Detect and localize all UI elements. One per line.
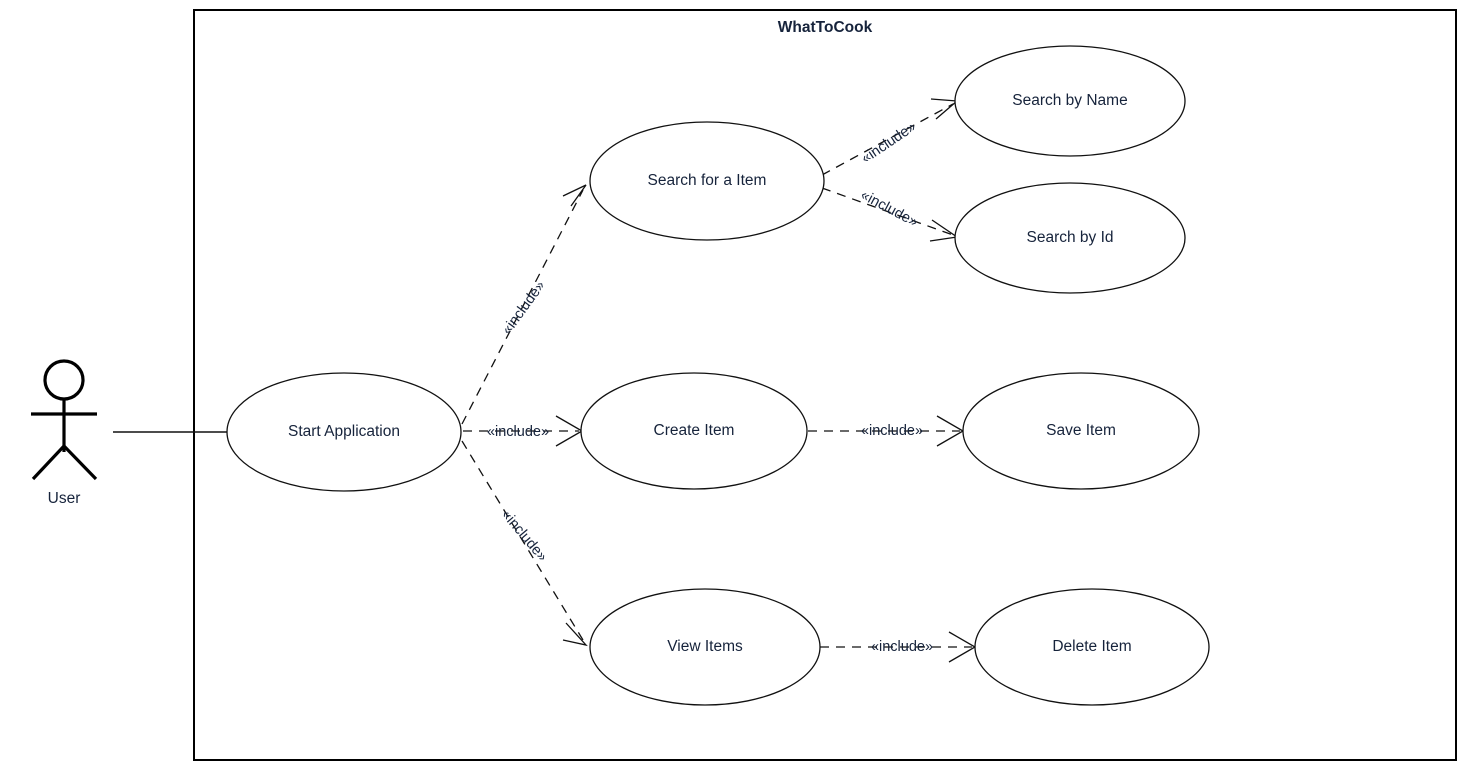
stereotype-label-start-to-search: «include»: [499, 278, 548, 338]
use-case-delete-item[interactable]: Delete Item: [974, 588, 1210, 706]
use-case-ellipse: [226, 372, 462, 492]
use-case-ellipse: [589, 121, 825, 241]
use-case-label: Search for a Item: [648, 172, 767, 189]
use-case-label: View Items: [667, 638, 743, 655]
stereotype-label-start-to-view: «include»: [498, 507, 550, 565]
use-case-ellipse: [580, 372, 808, 490]
include-start-to-search[interactable]: [461, 184, 587, 425]
use-case-label: Search by Id: [1026, 229, 1113, 246]
actor-right-leg-line: [62, 444, 98, 481]
use-case-create-item[interactable]: Create Item: [580, 372, 808, 490]
use-case-label: Start Application: [288, 423, 400, 440]
use-case-label: Search by Name: [1012, 92, 1127, 109]
actor-head-icon: [43, 359, 85, 401]
use-case-view-items[interactable]: View Items: [589, 588, 821, 706]
use-case-search-by-name[interactable]: Search by Name: [954, 45, 1186, 157]
use-case-start-application[interactable]: Start Application: [226, 372, 462, 492]
use-case-ellipse: [954, 182, 1186, 294]
use-case-search-by-id[interactable]: Search by Id: [954, 182, 1186, 294]
use-case-label: Create Item: [654, 422, 735, 439]
use-case-ellipse: [589, 588, 821, 706]
use-case-save-item[interactable]: Save Item: [962, 372, 1200, 490]
stereotype-label-create-to-save: «include»: [861, 423, 923, 439]
stereotype-label-search-to-id: «include»: [858, 187, 920, 230]
use-case-label: Delete Item: [1052, 638, 1131, 655]
actor-label: User: [48, 490, 81, 507]
system-boundary-title: WhatToCook: [778, 19, 873, 36]
actor-left-leg-line: [31, 444, 66, 481]
stereotype-label-view-to-delete: «include»: [871, 639, 933, 655]
use-case-search-for-a-item[interactable]: Search for a Item: [589, 121, 825, 241]
use-case-ellipse: [954, 45, 1186, 157]
include-start-to-view[interactable]: [461, 440, 588, 647]
stereotype-label-search-to-name: «include»: [859, 119, 919, 167]
stereotype-label-start-to-create: «include»: [487, 424, 549, 440]
use-case-ellipse: [974, 588, 1210, 706]
use-case-label: Save Item: [1046, 422, 1116, 439]
system-boundary-rect: [193, 9, 1457, 761]
actor-user[interactable]: User: [31, 359, 98, 507]
use-case-ellipse: [962, 372, 1200, 490]
